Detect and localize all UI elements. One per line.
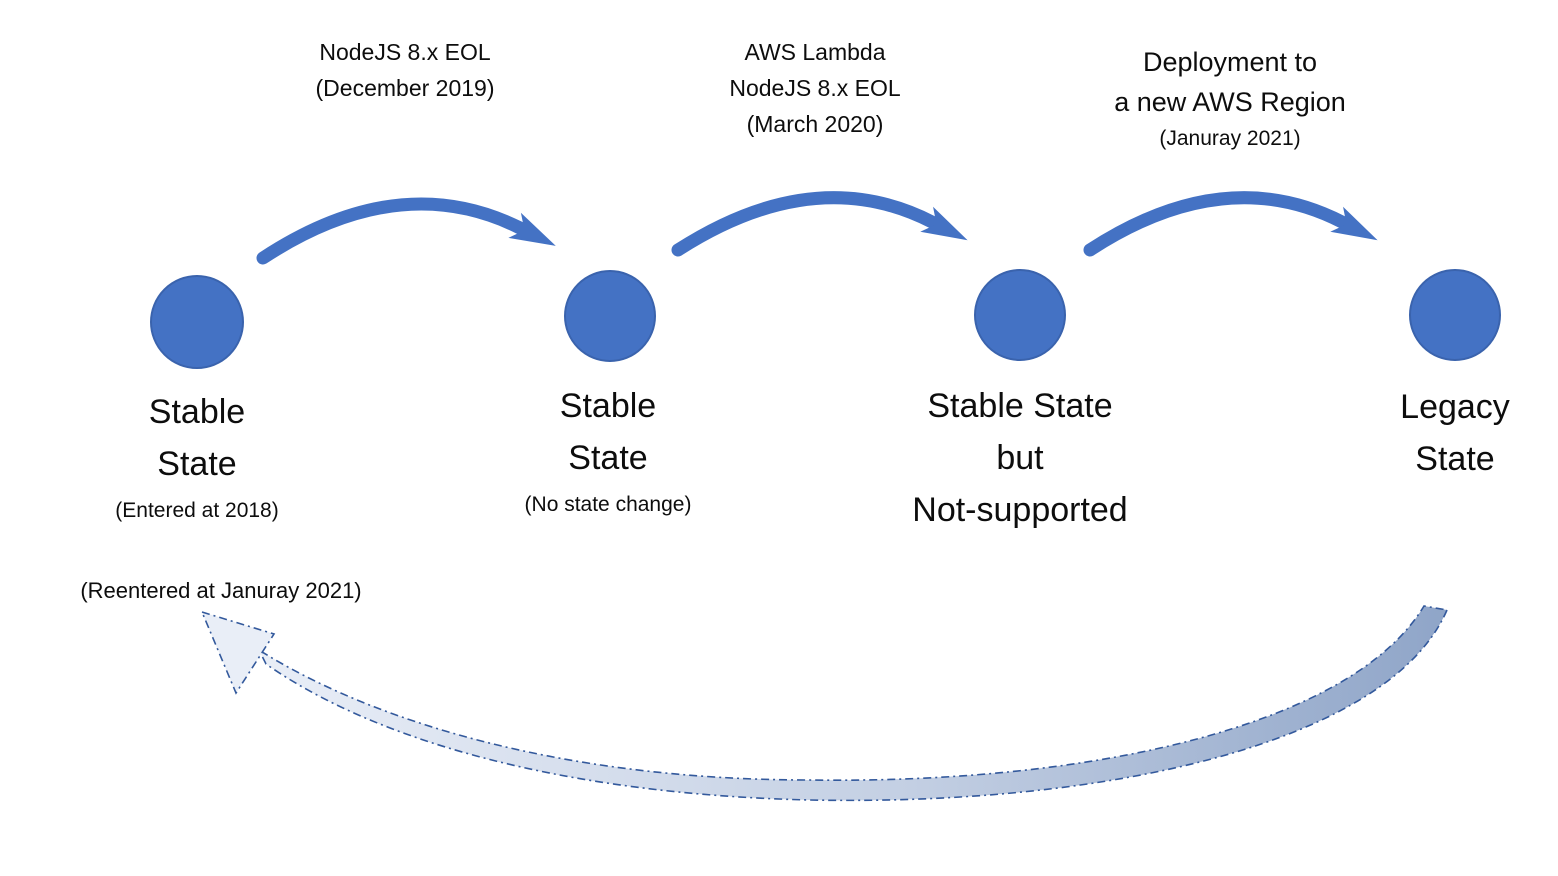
state-3-name-line1: Stable State xyxy=(927,387,1113,425)
state-2-name-line2: State xyxy=(568,439,648,477)
state-3-name-line3: Not-supported xyxy=(912,491,1128,529)
state-4-name-line1: Legacy xyxy=(1400,388,1510,426)
transition-arrow-2 xyxy=(671,191,968,257)
transition-3-date: (Januray 2021) xyxy=(1159,127,1301,150)
state-label-2: Stable State (No state change) xyxy=(455,380,761,520)
state-1-sublabel: (Entered at 2018) xyxy=(115,499,279,522)
state-1-name-line2: State xyxy=(157,445,237,483)
state-1-name-line1: Stable xyxy=(148,393,246,431)
state-3-name-line2: but xyxy=(996,439,1044,477)
state-node-circle-1 xyxy=(150,275,244,369)
transition-label-2: AWS Lambda NodeJS 8.x EOL (March 2020) xyxy=(655,34,975,142)
transition-3-event-line1: Deployment to xyxy=(1142,47,1318,77)
state-node-circle-3 xyxy=(974,269,1066,361)
transition-2-date: (March 2020) xyxy=(746,111,884,137)
transition-1-event: NodeJS 8.x EOL xyxy=(319,39,491,65)
transition-2-event-line1: AWS Lambda xyxy=(744,39,886,65)
state-4-name-line2: State xyxy=(1415,440,1495,478)
transition-arrow-3 xyxy=(1083,191,1378,257)
state-label-1: Stable State (Entered at 2018) xyxy=(40,386,354,526)
transition-arrow-1 xyxy=(256,197,556,265)
return-transition-label: (Reentered at Januray 2021) xyxy=(80,578,362,603)
state-2-sublabel: (No state change) xyxy=(524,493,692,516)
transition-label-3: Deployment to a new AWS Region (Januray … xyxy=(1040,42,1420,156)
transition-1-date: (December 2019) xyxy=(315,75,495,101)
state-node-circle-2 xyxy=(564,270,656,362)
state-node-circle-4 xyxy=(1409,269,1501,361)
return-transition-band xyxy=(257,605,1449,802)
state-label-4: Legacy State xyxy=(1300,381,1558,485)
return-arrowhead-icon xyxy=(200,610,276,695)
transition-3-event-line2: a new AWS Region xyxy=(1114,87,1346,117)
state-label-3: Stable State but Not-supported xyxy=(845,380,1195,536)
transition-label-1: NodeJS 8.x EOL (December 2019) xyxy=(240,34,570,106)
transition-2-event-line2: NodeJS 8.x EOL xyxy=(729,75,901,101)
state-2-name-line1: Stable xyxy=(559,387,657,425)
